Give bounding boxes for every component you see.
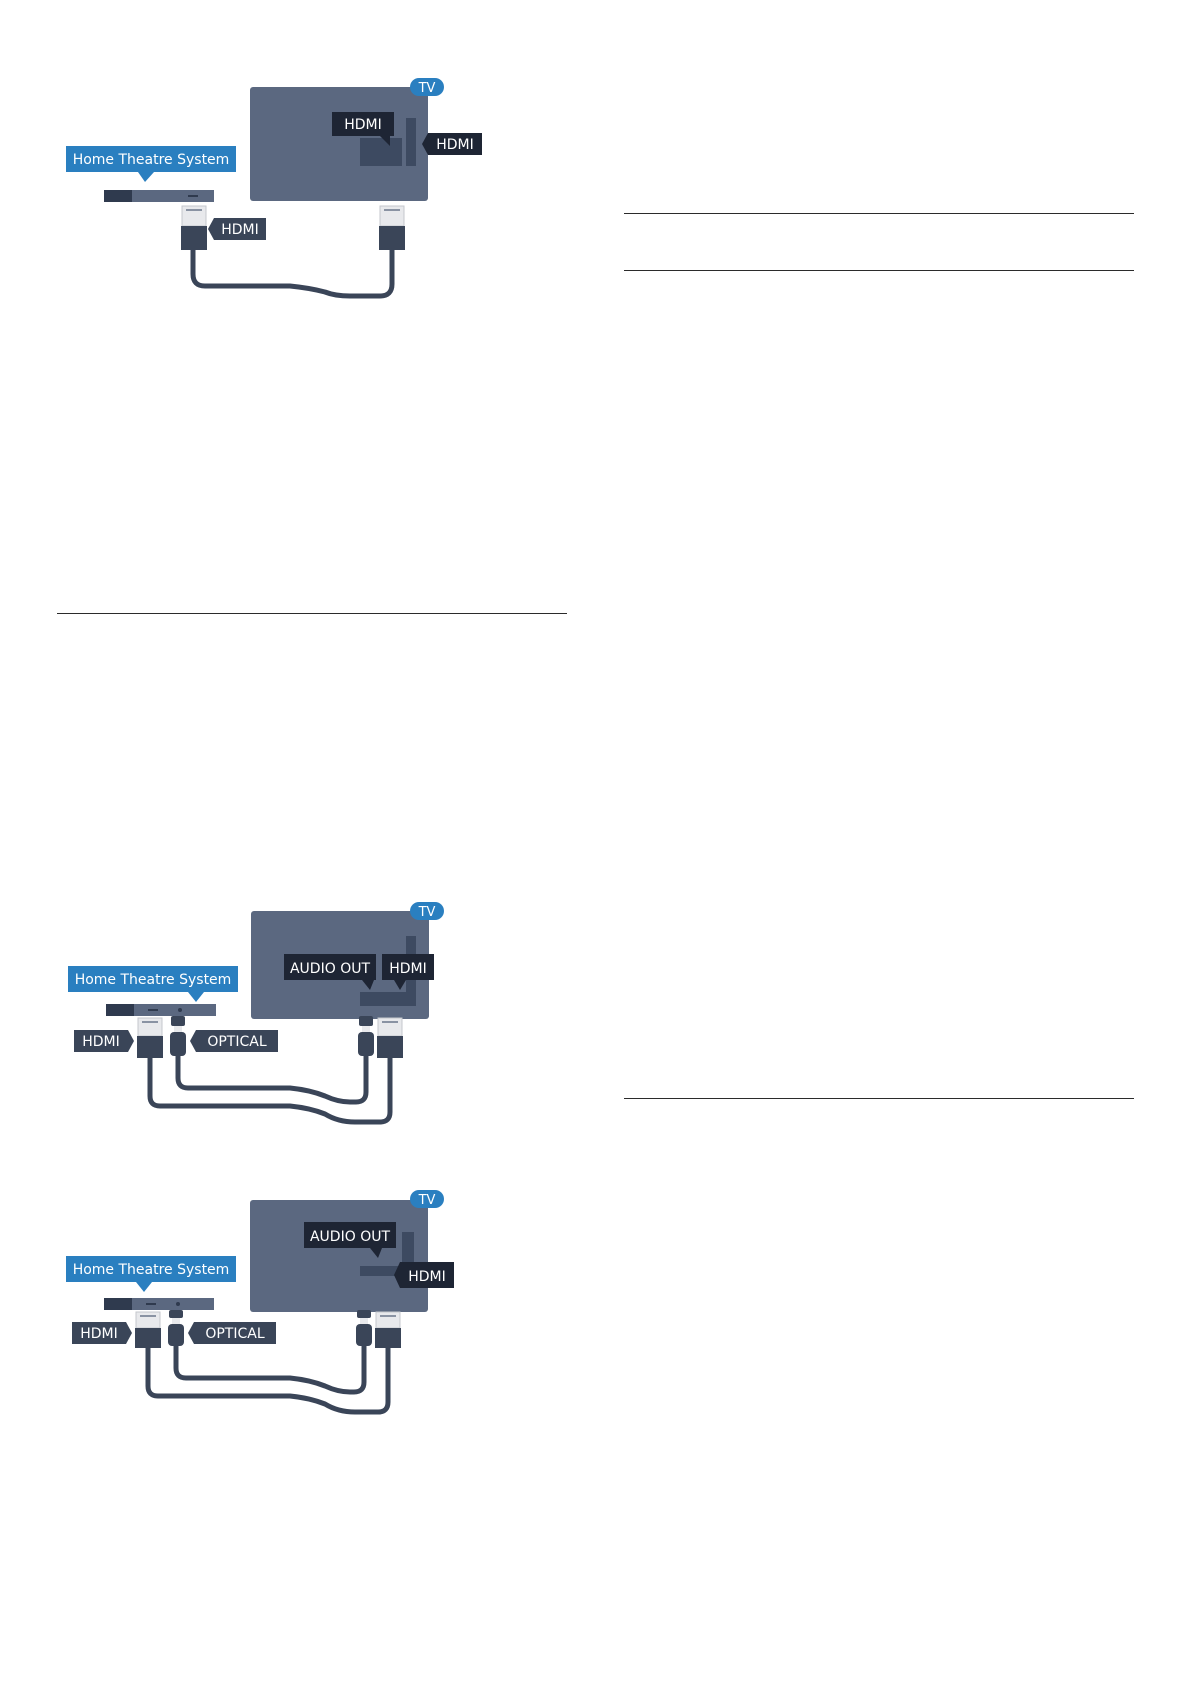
cable-optical-label-text: OPTICAL bbox=[207, 1034, 266, 1050]
divider-right-1 bbox=[624, 213, 1134, 214]
tv-badge bbox=[410, 902, 444, 920]
tv-badge-text: TV bbox=[418, 905, 436, 920]
home-theatre-label-text: Home Theatre System bbox=[75, 972, 232, 988]
cable-hdmi-label-text: HDMI bbox=[82, 1034, 120, 1050]
tv-port-bracket bbox=[360, 1266, 402, 1276]
optical-connector-right bbox=[357, 1310, 371, 1318]
cable-optical-label bbox=[194, 1322, 276, 1344]
hdmi-cable bbox=[190, 243, 395, 299]
home-theatre-label-text: Home Theatre System bbox=[73, 1262, 230, 1278]
cable-hdmi-label bbox=[214, 218, 266, 240]
cable-optical-label-text: OPTICAL bbox=[205, 1326, 264, 1342]
tv-port-label-text: HDMI bbox=[344, 117, 382, 133]
home-theatre-label-text: Home Theatre System bbox=[73, 152, 230, 168]
optical-cable bbox=[175, 1056, 369, 1105]
hdmi-connector-left bbox=[135, 1311, 161, 1329]
audio-out-label bbox=[284, 954, 376, 980]
divider-right-3 bbox=[624, 1098, 1134, 1099]
tv-body bbox=[250, 1200, 428, 1312]
home-theatre-label bbox=[68, 966, 238, 992]
tv-port-bracket bbox=[360, 992, 406, 1006]
optical-cable bbox=[173, 1346, 367, 1395]
tv-badge bbox=[410, 1190, 444, 1208]
audio-out-label-text: AUDIO OUT bbox=[310, 1229, 390, 1245]
cable-hdmi-label-text: HDMI bbox=[80, 1326, 118, 1342]
hdmi-optical-diagram-1: TV AUDIO OUT HDMI Home Theatre System HD… bbox=[68, 902, 444, 1125]
hdmi-connection-diagram: TV HDMI HDMI Home Theatre System HDMI bbox=[66, 78, 482, 299]
tv-side-label bbox=[428, 133, 482, 155]
tv-badge-text: TV bbox=[418, 81, 436, 96]
tv-port-label bbox=[332, 112, 394, 136]
tv-side-label-text: HDMI bbox=[436, 137, 474, 153]
home-theatre-label bbox=[66, 146, 236, 172]
divider-right-2 bbox=[624, 270, 1134, 271]
hdmi-optical-diagram-2: TV AUDIO OUT HDMI Home Theatre System HD… bbox=[66, 1190, 454, 1415]
tv-badge bbox=[410, 78, 444, 96]
cable-hdmi-label-text: HDMI bbox=[221, 222, 259, 238]
optical-connector-left bbox=[169, 1310, 183, 1318]
tv-hdmi-label-text: HDMI bbox=[389, 961, 427, 977]
optical-connector-right bbox=[359, 1016, 373, 1026]
divider-left-1 bbox=[57, 613, 567, 614]
tv-hdmi-label bbox=[400, 1262, 454, 1288]
hdmi-connector-right bbox=[375, 1311, 401, 1329]
cable-hdmi-label bbox=[74, 1030, 128, 1052]
home-theatre-label bbox=[66, 1256, 236, 1282]
optical-connector-left bbox=[171, 1016, 185, 1026]
tv-hdmi-label bbox=[382, 954, 434, 980]
hdmi-connector-right bbox=[377, 1017, 403, 1037]
audio-out-label-text: AUDIO OUT bbox=[290, 961, 370, 977]
cable-optical-label bbox=[196, 1030, 278, 1052]
cable-hdmi-label bbox=[72, 1322, 126, 1344]
tv-port-bracket bbox=[360, 138, 402, 166]
hdmi-connector-left bbox=[137, 1017, 163, 1037]
hdmi-cable bbox=[147, 1056, 393, 1125]
tv-badge-text: TV bbox=[418, 1193, 436, 1208]
audio-out-label bbox=[304, 1222, 396, 1248]
hdmi-cable bbox=[145, 1346, 391, 1415]
tv-hdmi-label-text: HDMI bbox=[408, 1269, 446, 1285]
